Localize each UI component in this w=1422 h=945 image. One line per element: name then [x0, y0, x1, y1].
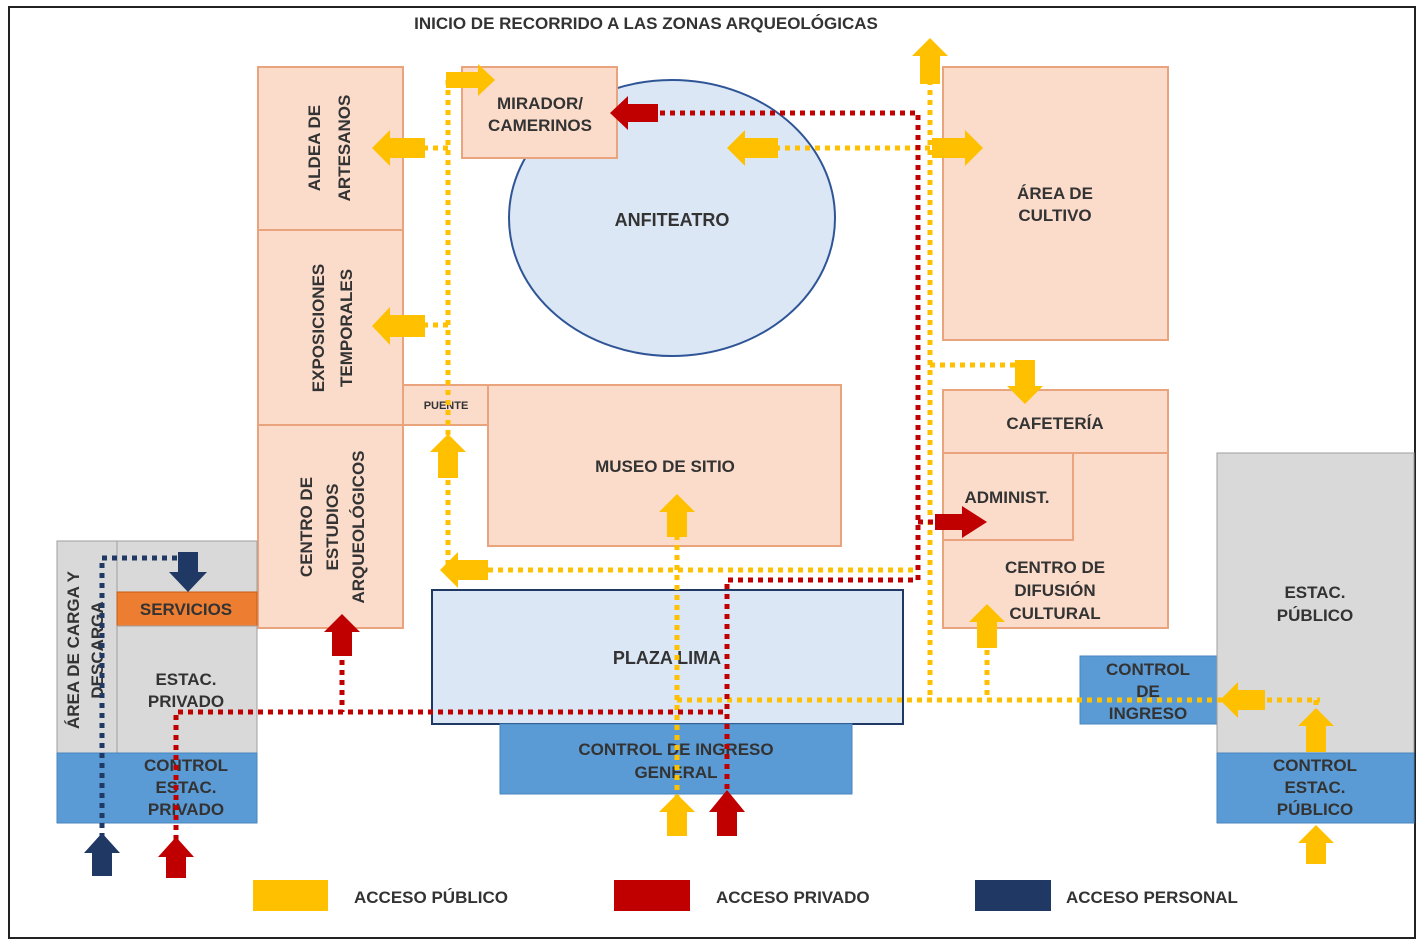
legend-label-privado: ACCESO PRIVADO: [716, 888, 870, 907]
legend-swatch-privado: [614, 880, 690, 911]
arrow-private-mirador: [610, 96, 658, 130]
estac-publico-label-2: PÚBLICO: [1277, 606, 1354, 625]
cafeteria-label: CAFETERÍA: [1006, 414, 1103, 433]
puente-label: PUENTE: [424, 400, 469, 412]
zone-cafeteria: [942, 389, 1169, 454]
anfiteatro-label: ANFITEATRO: [615, 210, 730, 230]
arrow-public-entry-general: [659, 794, 695, 836]
zone-control-ingreso: [1079, 655, 1218, 725]
zone-area-carga: [56, 540, 118, 754]
arrow-public-cafeteria: [1007, 360, 1043, 404]
diagram-title: INICIO DE RECORRIDO A LAS ZONAS ARQUEOLÓ…: [414, 14, 878, 33]
legend-swatch-publico: [253, 880, 328, 911]
difusion-label-2: DIFUSIÓN: [1014, 581, 1095, 600]
control-ingreso-label-1: CONTROL: [1106, 660, 1190, 679]
arrow-public-mirador: [446, 64, 495, 96]
cultivo-label-1: ÁREA DE: [1017, 184, 1093, 203]
arrow-personal-servicios: [169, 552, 207, 592]
arrow-public-estac-publico: [1298, 708, 1334, 752]
zone-estac-privado: [116, 625, 258, 754]
control-general-label-2: GENERAL: [634, 763, 717, 782]
arrow-public-centro-estudios: [440, 552, 488, 588]
museo-label: MUSEO DE SITIO: [595, 457, 735, 476]
legend-swatch-personal: [975, 880, 1051, 911]
zone-servicios: [116, 591, 258, 627]
legend-label-publico: ACCESO PÚBLICO: [354, 888, 508, 907]
arrow-personal-entry: [84, 833, 120, 876]
control-ingreso-label-2: DE: [1136, 682, 1160, 701]
zone-control-estac-privado: [56, 752, 258, 824]
exposiciones-label-2: TEMPORALES: [337, 269, 356, 387]
exposiciones-label-1: EXPOSICIONES: [309, 264, 328, 392]
arrow-private-entry-estac: [158, 837, 194, 878]
control-publico-label-1: CONTROL: [1273, 756, 1357, 775]
arrow-public-aldea: [372, 130, 425, 166]
arrow-public-entry-estac-publico: [1298, 825, 1334, 864]
plaza-lima-label: PLAZA LIMA: [613, 648, 721, 668]
centro-estudios-label-2: ESTUDIOS: [323, 484, 342, 571]
centro-estudios-label-1: CENTRO DE: [297, 477, 316, 577]
arrow-private-entry-general: [709, 790, 745, 836]
arrow-public-difusion: [969, 604, 1005, 648]
zone-museo: [487, 384, 842, 547]
difusion-label-3: CULTURAL: [1009, 604, 1100, 623]
cultivo-label-2: CULTIVO: [1018, 206, 1091, 225]
estac-privado-label-2: PRIVADO: [148, 692, 224, 711]
zone-centro-estudios: [257, 424, 404, 629]
estac-privado-label-1: ESTAC.: [155, 670, 216, 689]
zone-area-cultivo: [942, 66, 1169, 341]
arrow-public-zonas-arqueologicas: [912, 38, 948, 84]
zone-control-estac-publico: [1216, 752, 1415, 824]
arrow-public-museo: [659, 494, 695, 537]
legend-label-personal: ACCESO PERSONAL: [1066, 888, 1238, 907]
arrow-public-control-ingreso: [1220, 682, 1265, 718]
mirador-label-1: MIRADOR/: [497, 94, 583, 113]
aldea-label-2: ARTESANOS: [335, 95, 354, 202]
arrow-private-centro-estudios: [324, 614, 360, 656]
zone-plaza-lima: [431, 589, 904, 725]
private-path-estac-privado: [173, 709, 727, 840]
difusion-label-1: CENTRO DE: [1005, 558, 1105, 577]
arrow-public-exposiciones: [372, 307, 425, 345]
mirador-label-2: CAMERINOS: [488, 116, 592, 135]
arrow-public-puente: [430, 434, 466, 478]
area-carga-label-1: ÁREA DE CARGA Y: [64, 570, 83, 729]
aldea-label-1: ALDEA DE: [305, 105, 324, 191]
control-publico-label-3: PÚBLICO: [1277, 800, 1354, 819]
control-privado-label-3: PRIVADO: [148, 800, 224, 819]
estac-publico-label-1: ESTAC.: [1284, 583, 1345, 602]
private-path-main: [640, 110, 921, 800]
control-privado-label-2: ESTAC.: [155, 778, 216, 797]
arrow-public-anfiteatro: [727, 130, 778, 166]
control-ingreso-label-3: INGRESO: [1109, 704, 1187, 723]
control-privado-label-1: CONTROL: [144, 756, 228, 775]
servicios-label: SERVICIOS: [140, 600, 232, 619]
arrow-public-cultivo: [932, 130, 983, 166]
administ-label: ADMINIST.: [965, 488, 1050, 507]
control-publico-label-2: ESTAC.: [1284, 778, 1345, 797]
centro-estudios-label-3: ARQUEOLÓGICOS: [349, 450, 368, 603]
arrow-private-administ: [935, 506, 987, 538]
